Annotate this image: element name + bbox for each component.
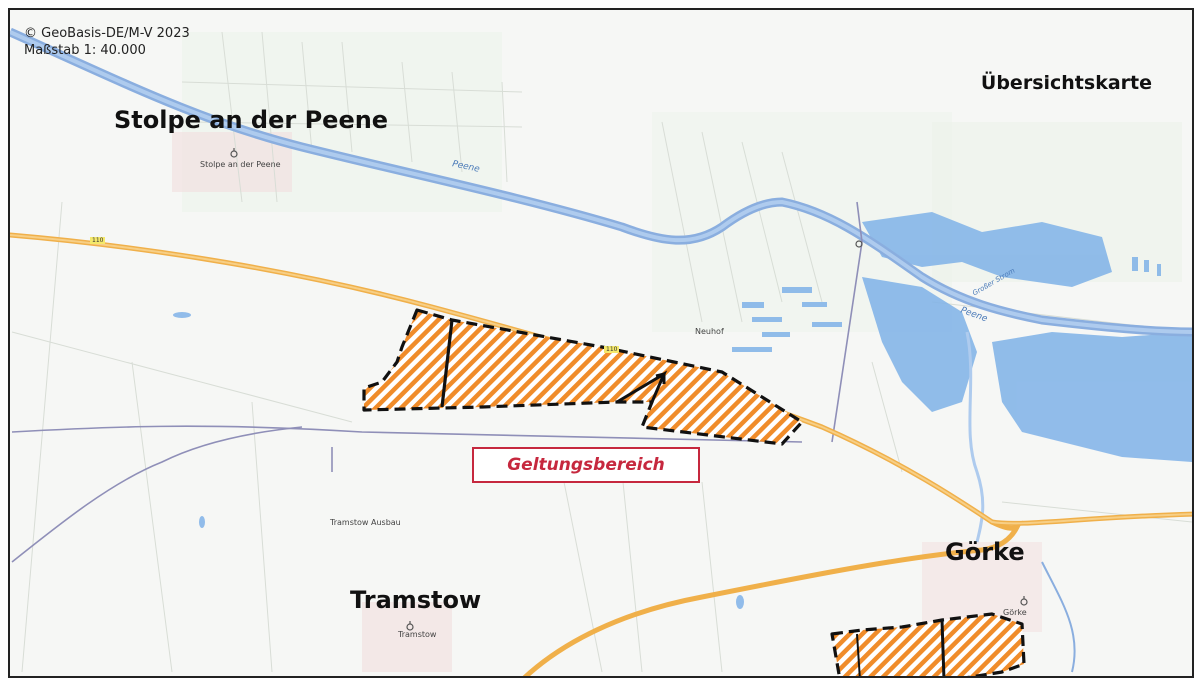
legend-geltungsbereich: Geltungsbereich <box>472 447 700 483</box>
place-label-stolpe: Stolpe an der Peene <box>114 106 389 134</box>
geltungsbereich-area-south <box>830 612 1026 676</box>
place-label-tramstow-ausbau: Tramstow Ausbau <box>330 518 401 527</box>
water-bodies <box>173 212 1192 609</box>
parcel-lines <box>11 31 1192 673</box>
place-label-tramstow-small: Tramstow <box>398 630 437 639</box>
place-label-tramstow: Tramstow <box>350 586 482 614</box>
place-label-goerke: Görke <box>945 538 1025 566</box>
road-number-badge: 110 <box>90 237 106 244</box>
place-label-goerke-small: Görke <box>1003 608 1027 617</box>
copyright-text: © GeoBasis-DE/M-V 2023 <box>24 26 190 41</box>
map-frame: © GeoBasis-DE/M-V 2023 Maßstab 1: 40.000… <box>8 8 1194 678</box>
village-marker-icon <box>230 148 1028 631</box>
geltungsbereich-area <box>362 308 804 446</box>
scale-text: Maßstab 1: 40.000 <box>24 43 146 58</box>
place-label-neuhof: Neuhof <box>695 327 724 336</box>
place-label-stolpe-small: Stolpe an der Peene <box>200 160 281 169</box>
legend-geltungsbereich-label: Geltungsbereich <box>507 455 665 475</box>
peene-river <box>10 27 1192 673</box>
map-canvas <box>10 10 1192 676</box>
copyright-notice: © GeoBasis-DE/M-V 2023 Maßstab 1: 40.000 <box>24 25 190 59</box>
road-number-badge: 110 <box>604 346 620 353</box>
minor-roads <box>11 201 863 563</box>
map-title: Übersichtskarte <box>980 72 1152 94</box>
